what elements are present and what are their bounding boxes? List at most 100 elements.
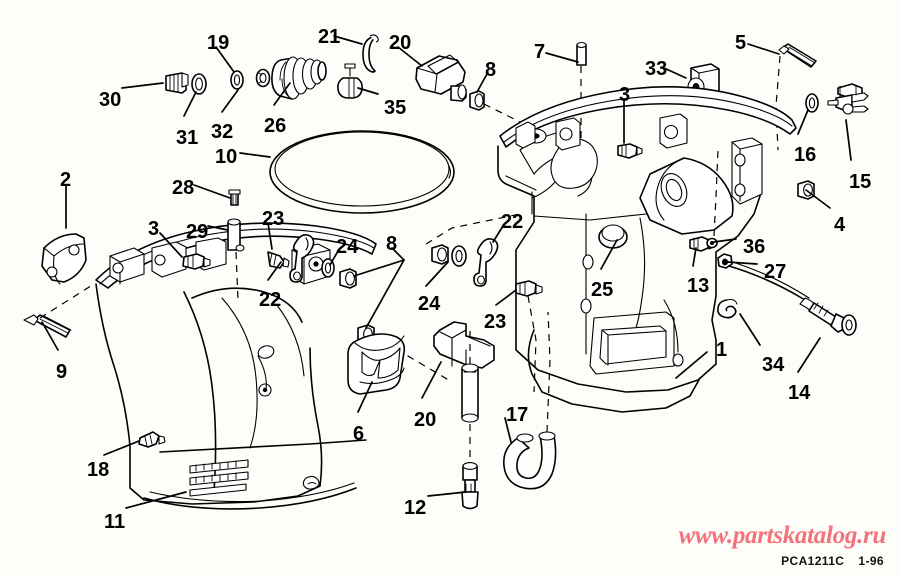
part-19-washer — [230, 70, 244, 90]
part-34-clip — [717, 298, 738, 319]
leader-30 — [121, 82, 164, 89]
leader-23a — [267, 222, 273, 250]
leader-1 — [675, 351, 708, 379]
leader-31 — [183, 91, 197, 117]
callout-34: 34 — [762, 354, 785, 376]
callout-22b: 22 — [501, 211, 524, 233]
leader-24a — [329, 250, 339, 266]
leader-29 — [207, 225, 229, 231]
leader-8-upper — [353, 259, 405, 277]
leader-19 — [215, 46, 235, 73]
leader-17 — [504, 417, 512, 443]
leader-6 — [357, 381, 373, 413]
figure-code: PCA1211C 1-96 — [781, 554, 884, 568]
callout-25: 25 — [591, 279, 614, 301]
leader-34 — [739, 313, 761, 346]
callout-12: 12 — [404, 497, 427, 519]
part-2-anode — [41, 233, 87, 285]
part-1-exhaust-housing — [497, 86, 797, 413]
part-3-screw-upper — [617, 143, 643, 159]
callout-18: 18 — [87, 459, 110, 481]
part-11-vents — [189, 459, 249, 497]
part-23-screw-mid — [515, 280, 543, 297]
callout-28: 28 — [172, 177, 195, 199]
part-36-washer — [706, 149, 719, 249]
callout-4: 4 — [834, 214, 846, 236]
leader-11 — [125, 491, 187, 509]
leader-22b — [492, 225, 504, 243]
callout-5: 5 — [735, 32, 747, 54]
callout-19: 19 — [207, 32, 230, 54]
part-29-spacer — [227, 218, 245, 301]
callout-8a: 8 — [485, 59, 497, 81]
leader-5 — [747, 43, 780, 55]
callout-20b: 20 — [414, 409, 437, 431]
callout-22a: 22 — [259, 289, 282, 311]
part-3-screw-left — [182, 253, 211, 270]
callout-31: 31 — [176, 127, 199, 149]
leader-15 — [845, 119, 852, 161]
callout-29: 29 — [186, 221, 209, 243]
callout-leader-lines — [41, 35, 852, 509]
leader-36 — [713, 238, 737, 243]
part-8-bushing-mid — [339, 268, 357, 289]
leader-25 — [600, 239, 618, 270]
leader-8b — [391, 247, 405, 261]
leader-8-lower — [365, 259, 405, 329]
part-17-hose — [502, 311, 557, 490]
leader-16 — [797, 109, 809, 135]
callout-24a: 24 — [336, 236, 359, 258]
part-24-bushing-mid — [431, 244, 449, 265]
part-5-bolt — [775, 43, 817, 151]
callout-35: 35 — [384, 97, 407, 119]
callout-10: 10 — [215, 146, 238, 168]
leader-33 — [663, 67, 687, 79]
leader-26 — [273, 82, 291, 106]
part-9-bolt — [23, 283, 95, 338]
leader-10 — [239, 152, 271, 158]
callout-14: 14 — [788, 382, 811, 404]
callout-32: 32 — [211, 121, 234, 143]
part-27-nut — [717, 253, 733, 269]
part-26-grommet — [271, 56, 327, 100]
callout-6: 6 — [353, 423, 365, 445]
part-31-washer — [191, 73, 207, 95]
callout-21: 21 — [318, 26, 341, 48]
part-16-washer — [805, 93, 819, 113]
leader-8a — [476, 73, 488, 93]
assembly-line-24 — [425, 213, 521, 245]
part-10-gasket — [269, 130, 455, 214]
leader-12 — [427, 491, 467, 497]
figure-date-value: 1-96 — [858, 554, 884, 568]
leader-22a — [267, 261, 282, 281]
callout-17: 17 — [506, 404, 529, 426]
callout-36: 36 — [743, 236, 766, 258]
part-20-latch-upper — [415, 54, 467, 102]
leader-4 — [805, 189, 831, 209]
part-8-bushing-upper — [469, 90, 485, 111]
callout-9: 9 — [56, 361, 68, 383]
callout-13: 13 — [687, 275, 710, 297]
leader-14 — [797, 337, 821, 373]
part-17-sleeve — [461, 330, 479, 468]
leader-20b — [421, 361, 442, 399]
assembly-line-23b — [527, 295, 537, 393]
callout-1: 1 — [716, 339, 728, 361]
part-21-clip — [362, 34, 379, 73]
leader-20a — [397, 46, 423, 67]
callout-24b: 24 — [418, 293, 441, 315]
callout-3b: 3 — [619, 84, 631, 106]
callout-15: 15 — [849, 171, 872, 193]
part-25-plug — [598, 224, 628, 249]
part-24-washer-mid — [451, 245, 467, 267]
part-6-mount-block — [347, 333, 406, 395]
callout-11: 11 — [104, 511, 126, 533]
figure-code-value: PCA1211C — [781, 554, 845, 568]
assembly-line-8a — [483, 103, 521, 123]
leader-27 — [726, 261, 758, 265]
leader-3a — [159, 232, 183, 258]
leader-9 — [41, 321, 59, 351]
callout-8b: 8 — [386, 233, 398, 255]
